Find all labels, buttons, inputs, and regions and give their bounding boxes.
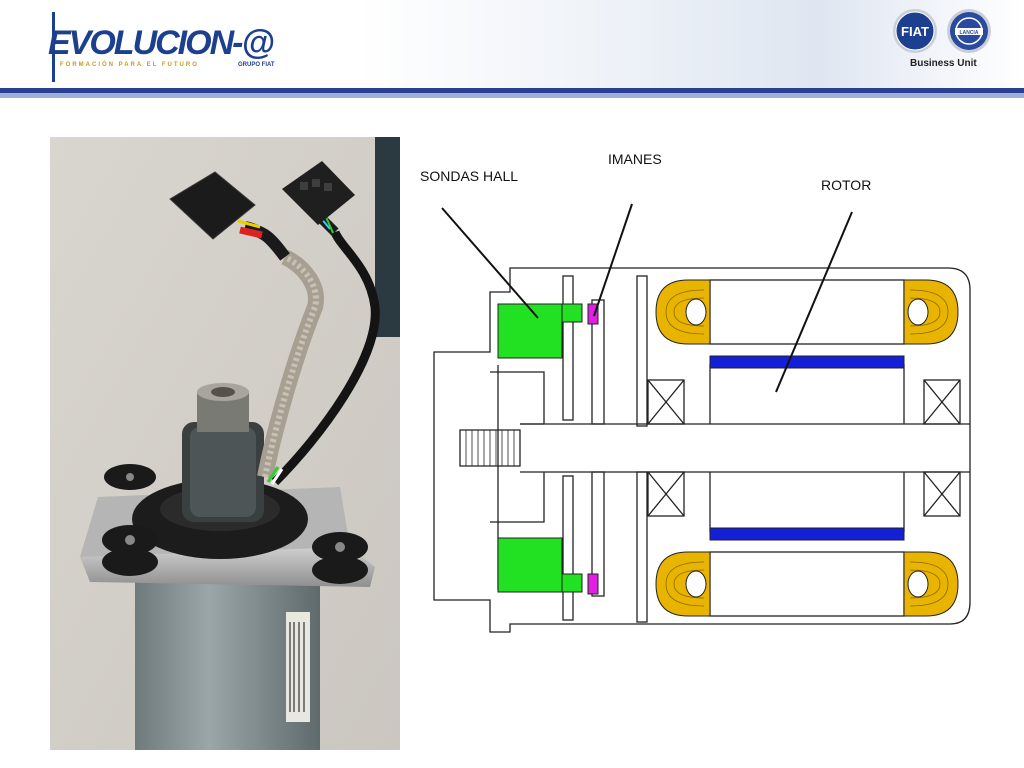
slide-header: EVOLUCION-@ FORMACIÓN PARA EL FUTURO GRU…: [0, 0, 1024, 90]
svg-text:LANCIA: LANCIA: [960, 30, 979, 36]
label-rotor: ROTOR: [821, 177, 872, 193]
fiat-logo-icon: FIAT: [893, 9, 937, 53]
logo-tagline: FORMACIÓN PARA EL FUTURO: [60, 62, 199, 68]
label-imanes: IMANES: [608, 151, 662, 167]
logo-wordmark: EVOLUCION-@: [48, 24, 275, 62]
motor-photo: [50, 137, 400, 750]
motor-cross-section-diagram: SONDAS HALL IMANES ROTOR: [420, 140, 1010, 660]
business-unit-label: Business Unit: [910, 58, 977, 69]
header-stripe-light: [0, 93, 1024, 98]
svg-text:FIAT: FIAT: [901, 24, 929, 39]
label-sondas-hall: SONDAS HALL: [420, 168, 519, 184]
logo-accent-bar: [52, 12, 55, 82]
lancia-logo-icon: LANCIA: [947, 9, 991, 53]
logo-group: GRUPO FIAT: [238, 62, 275, 68]
diagram-drawing: [433, 203, 971, 633]
header-stripe-dark: [0, 88, 1024, 93]
